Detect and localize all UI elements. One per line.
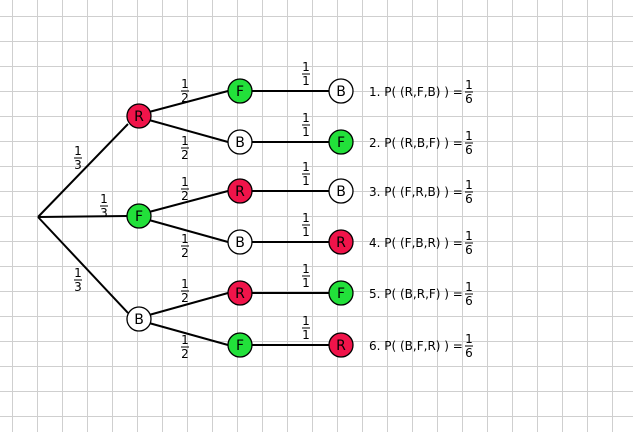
- outcome-1-text: 1. P( (R,F,B) ) =: [369, 85, 463, 99]
- node-leaf-3-1-label: F: [337, 286, 345, 302]
- prob-level2-2-2-denominator: 2: [181, 246, 189, 260]
- node-level2-2-2-label: B: [235, 235, 245, 251]
- prob-level2-3-1-numerator: 1: [181, 277, 189, 291]
- outcome-2-probability-denominator: 6: [465, 143, 473, 157]
- prob-leaf-3-1-numerator: 1: [302, 262, 310, 276]
- node-level1-1-circle: [126, 103, 152, 129]
- node-level2-3-1-label: R: [235, 286, 245, 302]
- outcome-3-probability-denominator: 6: [465, 192, 473, 206]
- prob-leaf-3-2-denominator: 1: [302, 328, 310, 342]
- outcome-5-probability-denominator: 6: [465, 294, 473, 308]
- prob-level2-2-2-numerator: 1: [181, 232, 189, 246]
- prob-leaf-2-2-numerator: 1: [302, 211, 310, 225]
- outcome-6-text: 6. P( (B,F,R) ) =: [369, 339, 463, 353]
- prob-level1-2-denominator: 3: [100, 206, 108, 220]
- edge-2-2: [148, 219, 229, 243]
- prob-leaf-2-1-numerator: 1: [302, 160, 310, 174]
- node-level2-1-2-circle: [227, 129, 253, 155]
- outcome-2-probability-numerator: 1: [465, 129, 473, 143]
- node-leaf-3-1-circle: [328, 280, 354, 306]
- node-level1-2-circle: [126, 203, 152, 229]
- prob-level2-1-2-denominator: 2: [181, 148, 189, 162]
- node-level2-2-1-circle: [227, 178, 253, 204]
- node-level1-2-label: F: [135, 209, 143, 225]
- edge-root-3: [37, 216, 129, 314]
- prob-level1-1-denominator: 3: [74, 158, 82, 172]
- node-leaf-1-1-label: B: [336, 84, 346, 100]
- prob-level2-1-1-denominator: 2: [181, 91, 189, 105]
- node-leaf-3-2-circle: [328, 332, 354, 358]
- edge-1-1: [148, 90, 229, 113]
- prob-level1-3-numerator: 1: [74, 266, 82, 280]
- outcome-5-text: 5. P( (B,R,F) ) =: [369, 287, 463, 301]
- prob-level1-3-denominator: 3: [74, 280, 82, 294]
- prob-leaf-1-2-numerator: 1: [302, 111, 310, 125]
- node-level2-1-1-label: F: [236, 84, 244, 100]
- prob-level2-2-1-numerator: 1: [181, 175, 189, 189]
- prob-level2-2-1-denominator: 2: [181, 189, 189, 203]
- node-leaf-2-2-circle: [328, 229, 354, 255]
- outcome-5-probability-numerator: 1: [465, 280, 473, 294]
- outcome-6-probability-numerator: 1: [465, 332, 473, 346]
- prob-leaf-2-1-denominator: 1: [302, 174, 310, 188]
- outcome-4-probability-denominator: 6: [465, 243, 473, 257]
- outcome-4-text: 4. P( (F,B,R) ) =: [369, 236, 463, 250]
- edge-3-1: [148, 292, 229, 316]
- node-leaf-2-2-label: R: [336, 235, 346, 251]
- prob-level1-1-numerator: 1: [74, 144, 82, 158]
- node-level1-3-circle: [126, 306, 152, 332]
- outcome-1-probability-denominator: 6: [465, 92, 473, 106]
- edge-2-1: [148, 190, 229, 213]
- outcome-1-probability-numerator: 1: [465, 78, 473, 92]
- node-leaf-1-1-circle: [328, 78, 354, 104]
- node-level1-1-label: R: [134, 109, 144, 125]
- node-level2-3-2-label: F: [236, 338, 244, 354]
- outcome-3-probability-numerator: 1: [465, 178, 473, 192]
- prob-leaf-3-1-denominator: 1: [302, 276, 310, 290]
- prob-level2-1-1-numerator: 1: [181, 77, 189, 91]
- prob-leaf-3-2-numerator: 1: [302, 314, 310, 328]
- prob-level2-3-2-numerator: 1: [181, 333, 189, 347]
- edge-3-2: [148, 322, 229, 346]
- node-level2-1-1-circle: [227, 78, 253, 104]
- node-leaf-1-2-label: F: [337, 135, 345, 151]
- edge-1-2: [148, 119, 229, 143]
- prob-leaf-1-1-numerator: 1: [302, 60, 310, 74]
- node-level2-1-2-label: B: [235, 135, 245, 151]
- prob-leaf-1-1-denominator: 1: [302, 74, 310, 88]
- edge-root-1: [37, 123, 129, 218]
- prob-level2-3-2-denominator: 2: [181, 347, 189, 361]
- node-level2-2-2-circle: [227, 229, 253, 255]
- node-leaf-3-2-label: R: [336, 338, 346, 354]
- prob-leaf-1-2-denominator: 1: [302, 125, 310, 139]
- node-leaf-1-2-circle: [328, 129, 354, 155]
- node-level1-3-label: B: [134, 312, 144, 328]
- outcome-4-probability-numerator: 1: [465, 229, 473, 243]
- outcome-2-text: 2. P( (R,B,F) ) =: [369, 136, 463, 150]
- edge-root-2: [37, 215, 129, 218]
- node-leaf-2-1-circle: [328, 178, 354, 204]
- prob-leaf-2-2-denominator: 1: [302, 225, 310, 239]
- node-level2-3-1-circle: [227, 280, 253, 306]
- outcome-6-probability-denominator: 6: [465, 346, 473, 360]
- node-level2-3-2-circle: [227, 332, 253, 358]
- node-leaf-2-1-label: B: [336, 184, 346, 200]
- outcome-3-text: 3. P( (F,R,B) ) =: [369, 185, 463, 199]
- prob-level2-3-1-denominator: 2: [181, 291, 189, 305]
- prob-level1-2-numerator: 1: [100, 192, 108, 206]
- prob-level2-1-2-numerator: 1: [181, 134, 189, 148]
- node-level2-2-1-label: R: [235, 184, 245, 200]
